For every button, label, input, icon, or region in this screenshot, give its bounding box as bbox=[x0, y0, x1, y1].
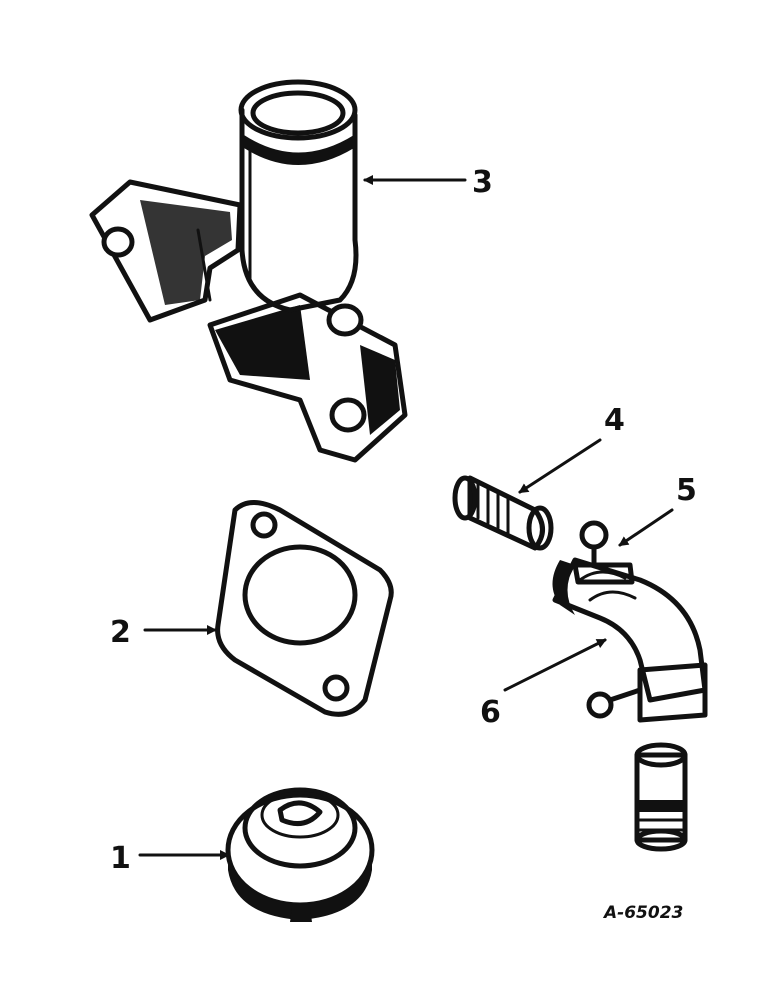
part-2-gasket bbox=[215, 500, 394, 717]
leader-6 bbox=[503, 638, 607, 692]
callout-5: 5 bbox=[676, 473, 697, 508]
part-4-pipe-nipple bbox=[452, 475, 554, 551]
callout-4: 4 bbox=[604, 403, 625, 438]
leader-lines bbox=[138, 175, 674, 860]
part-6-hose-elbow bbox=[552, 557, 708, 723]
part-3-water-outlet-housing bbox=[89, 79, 408, 463]
callout-3: 3 bbox=[472, 165, 493, 200]
callout-1: 1 bbox=[110, 841, 131, 876]
callout-6: 6 bbox=[480, 695, 501, 730]
part-5-hose-clamp bbox=[572, 520, 643, 719]
leader-4 bbox=[518, 438, 602, 494]
leader-5 bbox=[618, 508, 674, 547]
reference-code: A-65023 bbox=[602, 903, 683, 923]
callout-2: 2 bbox=[110, 615, 131, 650]
part-1-thermostat bbox=[225, 787, 375, 922]
lower-hose-pipe bbox=[634, 742, 688, 852]
